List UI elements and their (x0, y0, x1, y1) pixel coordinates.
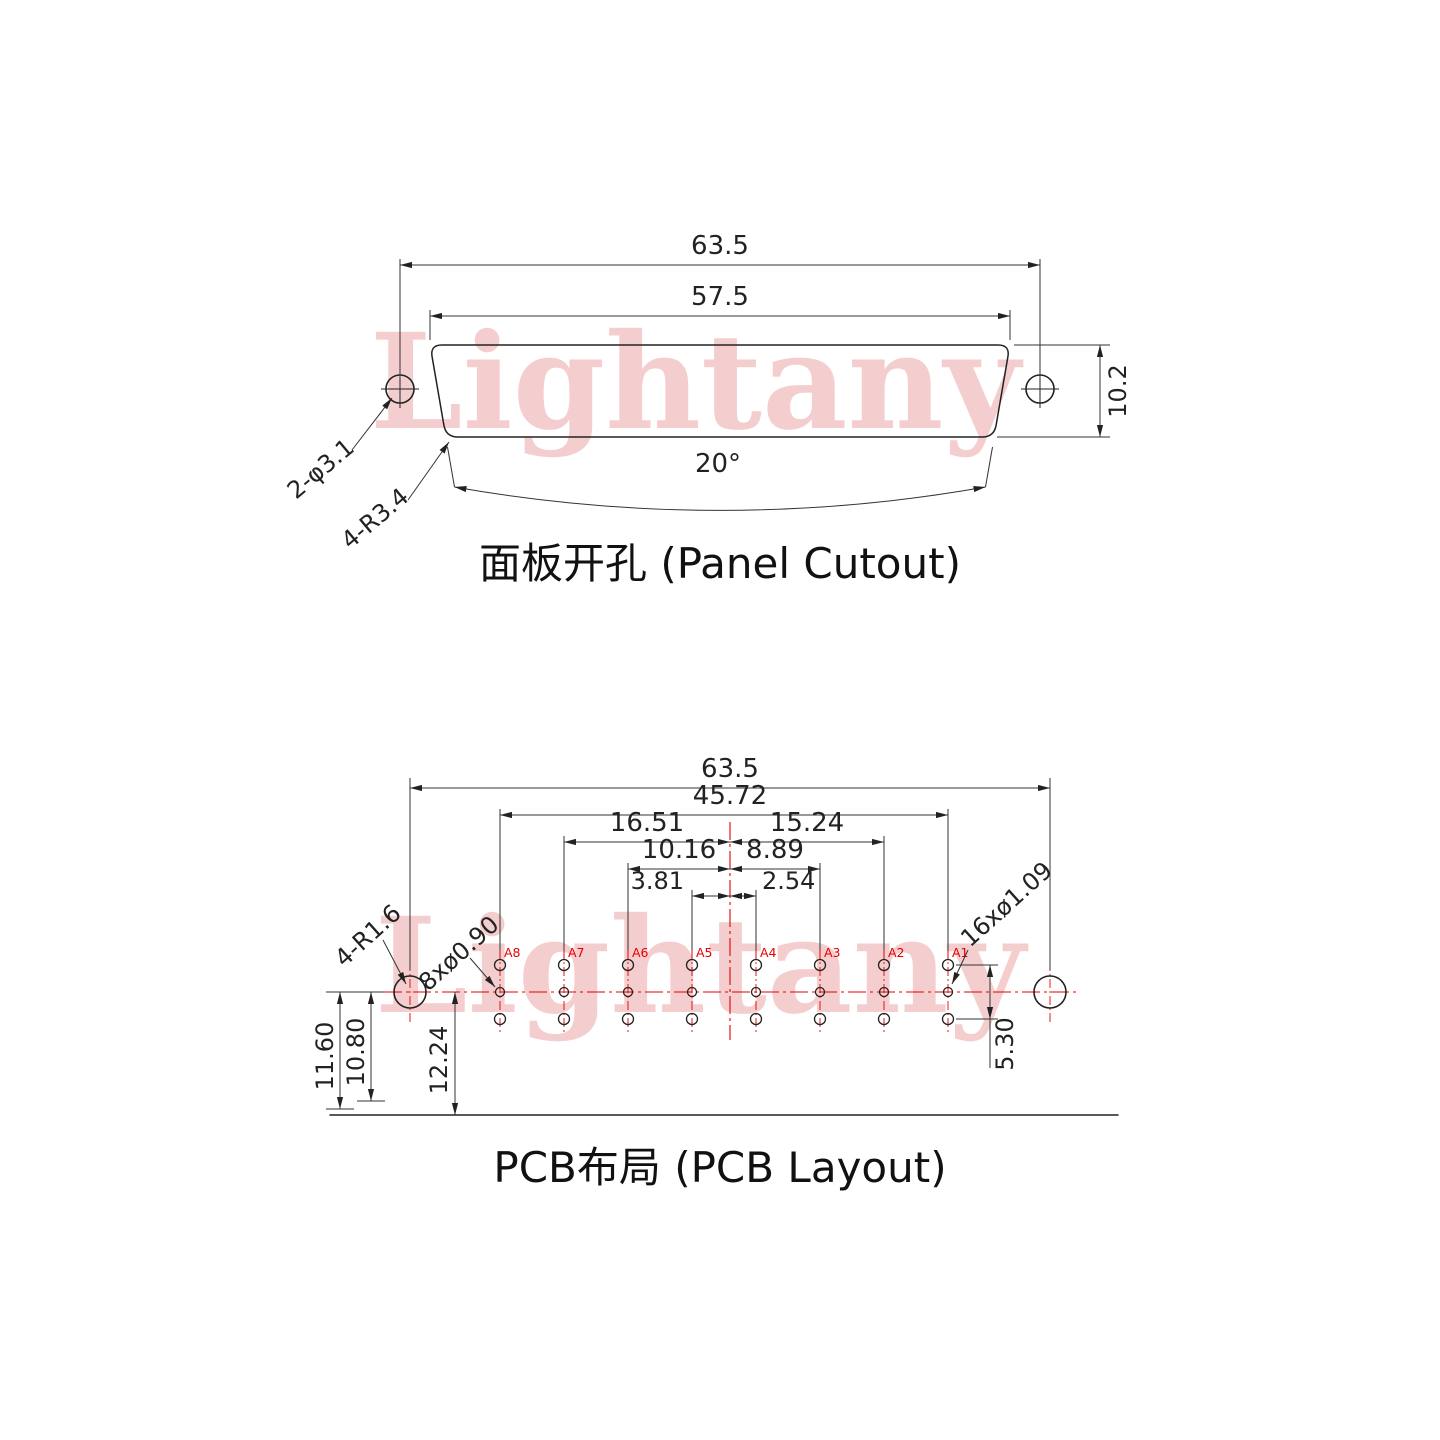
watermark-text: Lightany (370, 305, 1024, 460)
pcb-dim-left-b-label: 10.80 (342, 1018, 370, 1087)
pin-label-a4: A4 (760, 945, 777, 960)
pcb-dim-center-a4: 2.54 (730, 867, 815, 900)
pcb-dim-center-a3-label: 8.89 (746, 835, 804, 865)
watermark-text: Lightany (375, 889, 1029, 1044)
pin-column-a1: A1 (941, 945, 969, 1032)
pcb-dim-pin-span-label: 45.72 (693, 781, 767, 811)
panel-cutout-title: 面板开孔 (Panel Cutout) (479, 539, 961, 588)
pcb-dim-left-c: 12.24 (425, 992, 459, 1115)
panel-dim-angle-label: 20° (695, 449, 741, 479)
pin-label-a6: A6 (632, 945, 649, 960)
panel-dim-angle: 20° (447, 446, 993, 511)
pin-column-a3: A3 (813, 945, 841, 1032)
panel-dim-outer-width: 63.5 (399, 231, 1041, 378)
pcb-dim-outer-width: 63.5 (410, 754, 1050, 792)
pcb-mount-hole-right (1033, 975, 1067, 1009)
pcb-dim-left-c-label: 12.24 (425, 1026, 453, 1095)
pin-label-a1: A1 (952, 945, 969, 960)
pin-column-a6: A6 (621, 945, 649, 1032)
panel-dim-height-label: 10.2 (1104, 364, 1132, 417)
pin-column-a4: A4 (749, 945, 777, 1032)
pcb-extension-lines (326, 778, 1051, 993)
pcb-dim-pin-rows: 5.30 (956, 964, 1019, 1071)
panel-cutout-slot (431, 344, 1009, 438)
pcb-dim-pin-span: 45.72 (500, 781, 948, 819)
pcb-dim-center-a3: 8.89 (730, 835, 820, 873)
pin-label-a3: A3 (824, 945, 841, 960)
pin-label-a2: A2 (888, 945, 905, 960)
panel-leader-mount-holes-label: 2-φ3.1 (282, 433, 360, 505)
pin-label-a8: A8 (504, 945, 521, 960)
pcb-mount-hole-left (393, 975, 427, 1009)
pcb-dim-left-a: 11.60 (311, 992, 354, 1110)
panel-leader-corner-radius-label: 4-R3.4 (336, 483, 414, 555)
pcb-dim-center-a4-label: 2.54 (762, 867, 815, 895)
pcb-dim-left-b: 10.80 (342, 992, 385, 1102)
pcb-dim-left-a-label: 11.60 (311, 1022, 339, 1091)
pcb-dim-pin-rows-label: 5.30 (991, 1017, 1019, 1070)
panel-dim-slot-width: 57.5 (429, 282, 1011, 340)
pin-column-a7: A7 (557, 945, 585, 1032)
pcb-layout-title: PCB布局 (PCB Layout) (493, 1143, 946, 1192)
pcb-dim-a5-center-label: 3.81 (631, 867, 684, 895)
panel-dim-outer-width-label: 63.5 (691, 231, 749, 261)
pcb-dim-center-a2: 15.24 (730, 808, 884, 846)
pcb-dim-a6-center-label: 10.16 (642, 835, 716, 865)
pcb-dim-center-a2-label: 15.24 (770, 808, 844, 838)
pin-column-a2: A2 (877, 945, 905, 1032)
pcb-dim-outer-width-label: 63.5 (701, 754, 759, 784)
pcb-dim-a5-center: 3.81 (631, 867, 730, 900)
pin-column-a5: A5 (685, 945, 713, 1032)
panel-dim-height: 10.2 (997, 344, 1132, 438)
pin-column-a8: A8 (493, 945, 521, 1032)
pcb-dim-a6-center: 10.16 (628, 835, 730, 873)
pin-label-a5: A5 (696, 945, 713, 960)
panel-dim-slot-width-label: 57.5 (691, 282, 749, 312)
pin-label-a7: A7 (568, 945, 585, 960)
pcb-dim-a7-center: 16.51 (564, 808, 730, 846)
pcb-dim-a7-center-label: 16.51 (610, 808, 684, 838)
